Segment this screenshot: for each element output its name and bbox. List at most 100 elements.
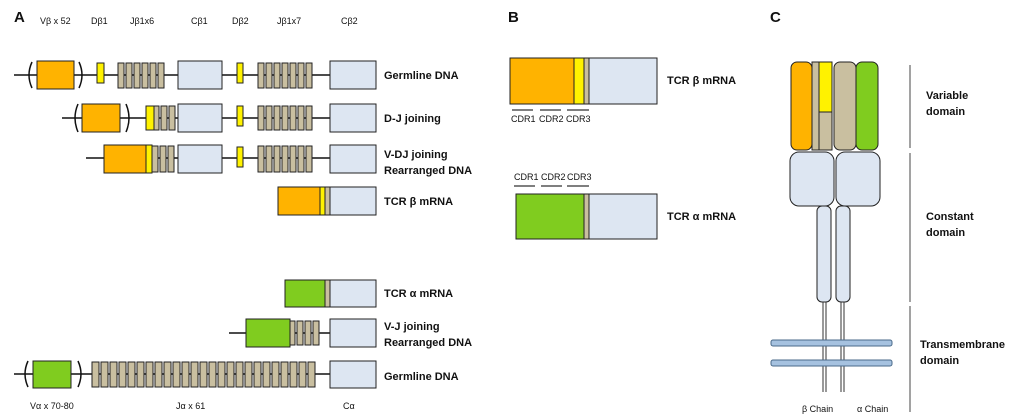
c-alpha-segment-label: Cα — [343, 401, 355, 411]
d-beta1-segment — [96, 62, 105, 84]
beta-constant-domain — [789, 151, 835, 207]
beta-mrna-row — [277, 186, 377, 216]
c-alpha-segment — [329, 279, 377, 308]
alpha-mrna-row — [284, 279, 377, 308]
beta-chain — [789, 61, 835, 392]
beta-germline-dna-label: Germline DNA — [384, 70, 459, 82]
panel-b-alpha-mrna-label: TCR α mRNA — [667, 211, 736, 223]
beta-cdr1-label: CDR1 — [511, 114, 536, 124]
beta-chain-label: β Chain — [802, 404, 833, 414]
j-alpha-segment-label: Jα x 61 — [176, 401, 205, 411]
c-beta-region — [588, 57, 658, 105]
constant-domain-label-line1: Constant — [926, 211, 974, 223]
alpha-cdr2-label: CDR2 — [541, 172, 566, 182]
beta-variable-d-region — [818, 61, 833, 113]
j-beta1-cluster — [117, 62, 165, 89]
transmembrane-domain-label-line2: domain — [920, 355, 959, 367]
d-beta-segment — [319, 186, 326, 216]
panel-c-letter: C — [770, 9, 781, 26]
beta-variable-lower-region — [818, 111, 833, 151]
d-beta2-segment — [236, 62, 244, 84]
c-beta1-segment — [177, 60, 223, 90]
c-alpha-segment — [329, 318, 377, 348]
alpha-cdr1-label: CDR1 — [514, 172, 539, 182]
j-beta1-cluster — [151, 145, 175, 173]
j-beta2-cluster — [257, 145, 313, 173]
c-alpha-segment — [329, 360, 377, 389]
c-alpha-region — [588, 193, 658, 240]
v-j-joining-label: V-J joining — [384, 321, 440, 333]
j-beta2-cluster — [257, 105, 313, 131]
alpha-variable-v-region — [855, 61, 879, 151]
alpha-stalk — [835, 205, 851, 303]
j-alpha-segment — [324, 279, 331, 308]
alpha-chain — [833, 61, 881, 392]
j-alpha-region — [583, 193, 590, 240]
alpha-constant-domain — [835, 151, 881, 207]
alpha-variable-j-region — [833, 61, 857, 151]
j-beta-segment — [324, 186, 331, 216]
j-beta2-segment-label: Jβ1x7 — [277, 16, 301, 26]
variable-domain-label-line2: domain — [926, 106, 965, 118]
panel-b-letter: B — [508, 9, 519, 26]
c-beta2-segment — [329, 103, 377, 133]
v-alpha-region — [515, 193, 585, 240]
beta-variable-v-region — [790, 61, 813, 151]
beta-rearranged-dna-label: Rearranged DNA — [384, 165, 472, 177]
d-beta2-segment — [236, 105, 244, 127]
beta-cdr3-label: CDR3 — [566, 114, 591, 124]
constant-domain-label-line2: domain — [926, 227, 965, 239]
panel-b-alpha-mrna — [515, 193, 658, 240]
v-alpha-segment-label: Vα x 70-80 — [30, 401, 74, 411]
d-beta2-segment — [236, 146, 244, 168]
transmembrane-domain-label-line1: Transmembrane — [920, 339, 1005, 351]
beta-mrna-label: TCR β mRNA — [384, 196, 453, 208]
dj-beta-segment — [145, 105, 155, 131]
alpha-chain-label: α Chain — [857, 404, 888, 414]
beta-germline-dna-row — [14, 60, 377, 90]
membrane-upper-boundary — [770, 339, 893, 347]
v-beta-segment — [103, 144, 147, 174]
beta-stalk — [816, 205, 832, 303]
j-beta1-segment-label: Jβ1x6 — [130, 16, 154, 26]
v-beta-region — [509, 57, 575, 105]
dj-beta-segment — [145, 144, 153, 174]
alpha-germline-dna-row — [14, 360, 377, 389]
d-beta1-segment-label: Dβ1 — [91, 16, 108, 26]
j-beta1-cluster — [153, 105, 176, 131]
d-j-joining-row — [62, 103, 377, 133]
v-dj-joining-row — [86, 144, 377, 174]
c-beta1-segment-label: Cβ1 — [191, 16, 208, 26]
c-beta2-segment — [329, 144, 377, 174]
beta-variable-j-region — [811, 61, 820, 151]
d-j-joining-label: D-J joining — [384, 113, 441, 125]
v-j-joining-row — [229, 318, 377, 348]
c-beta1-segment — [177, 144, 223, 174]
v-beta-segment — [36, 60, 75, 90]
panel-b-beta-mrna — [509, 57, 658, 105]
j-beta-region — [583, 57, 590, 105]
alpha-mrna-label: TCR α mRNA — [384, 288, 453, 300]
v-alpha-segment — [284, 279, 326, 308]
alpha-germline-dna-label: Germline DNA — [384, 371, 459, 383]
c-beta2-segment — [329, 60, 377, 90]
j-alpha-cluster — [289, 320, 320, 346]
c-beta-segment — [329, 186, 377, 216]
v-beta-segment — [81, 103, 121, 133]
c-beta1-segment — [177, 103, 223, 133]
j-alpha-cluster — [91, 361, 316, 388]
membrane-lower-boundary — [770, 359, 893, 367]
beta-cdr2-label: CDR2 — [539, 114, 564, 124]
v-dj-joining-label: V-DJ joining — [384, 149, 448, 161]
v-beta-segment-label: Vβ x 52 — [40, 16, 71, 26]
variable-domain-label-line1: Variable — [926, 90, 968, 102]
c-beta2-segment-label: Cβ2 — [341, 16, 358, 26]
d-beta-region — [573, 57, 585, 105]
v-alpha-segment — [245, 318, 291, 348]
panel-b-beta-mrna-label: TCR β mRNA — [667, 75, 736, 87]
panel-a-letter: A — [14, 9, 25, 26]
d-beta2-segment-label: Dβ2 — [232, 16, 249, 26]
v-beta-segment — [277, 186, 321, 216]
alpha-rearranged-dna-label: Rearranged DNA — [384, 337, 472, 349]
